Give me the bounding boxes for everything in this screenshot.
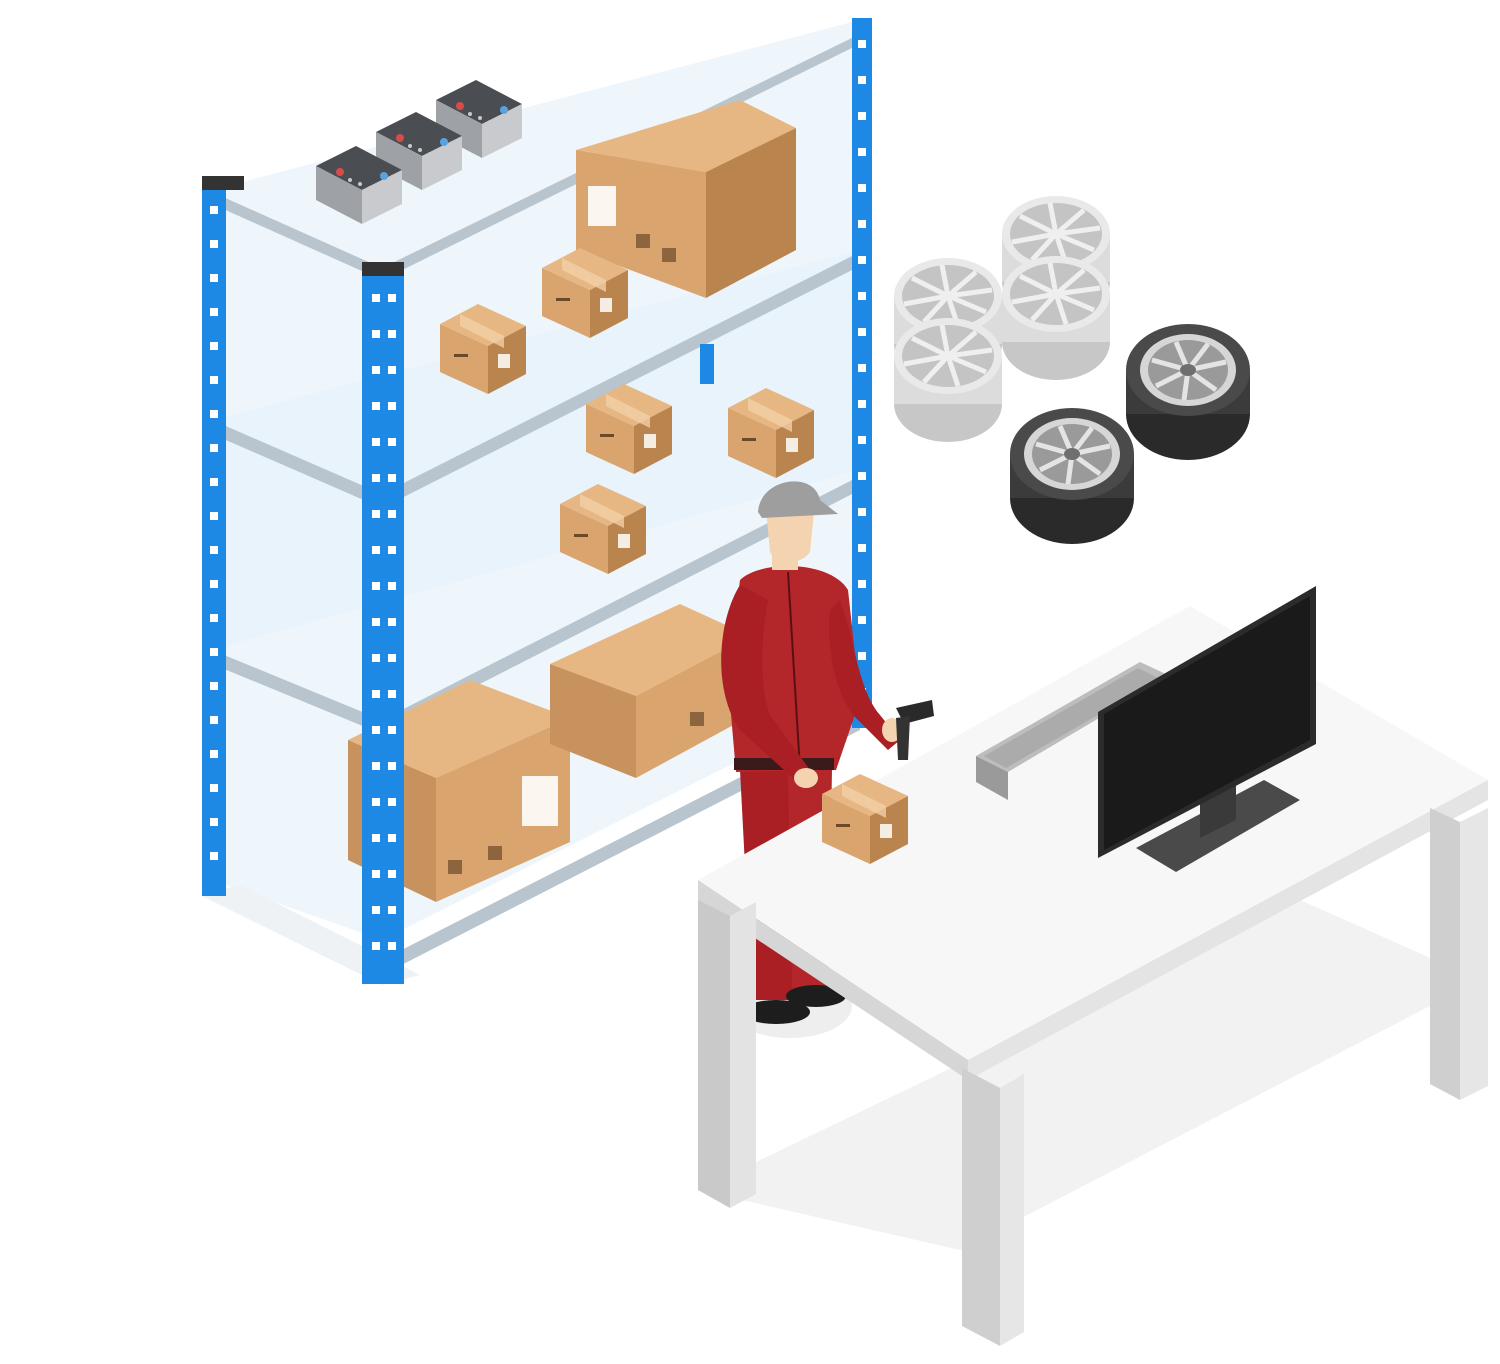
large-box-top-shelf xyxy=(576,100,796,298)
tire-front xyxy=(1010,408,1134,544)
barcode-scanner xyxy=(896,700,934,760)
large-box-bottom-right xyxy=(550,604,750,778)
cap xyxy=(758,481,838,518)
desk-shadow xyxy=(698,900,1480,1250)
rim-stack-back-bottom xyxy=(1002,256,1110,380)
wheels-group xyxy=(894,196,1250,544)
shelving-unit xyxy=(200,18,872,985)
rack-uprights xyxy=(202,18,872,984)
keyboard xyxy=(976,662,1170,800)
monitor xyxy=(1098,586,1316,872)
tire-back xyxy=(1126,324,1250,460)
rim-stack-front-bottom xyxy=(894,318,1002,442)
